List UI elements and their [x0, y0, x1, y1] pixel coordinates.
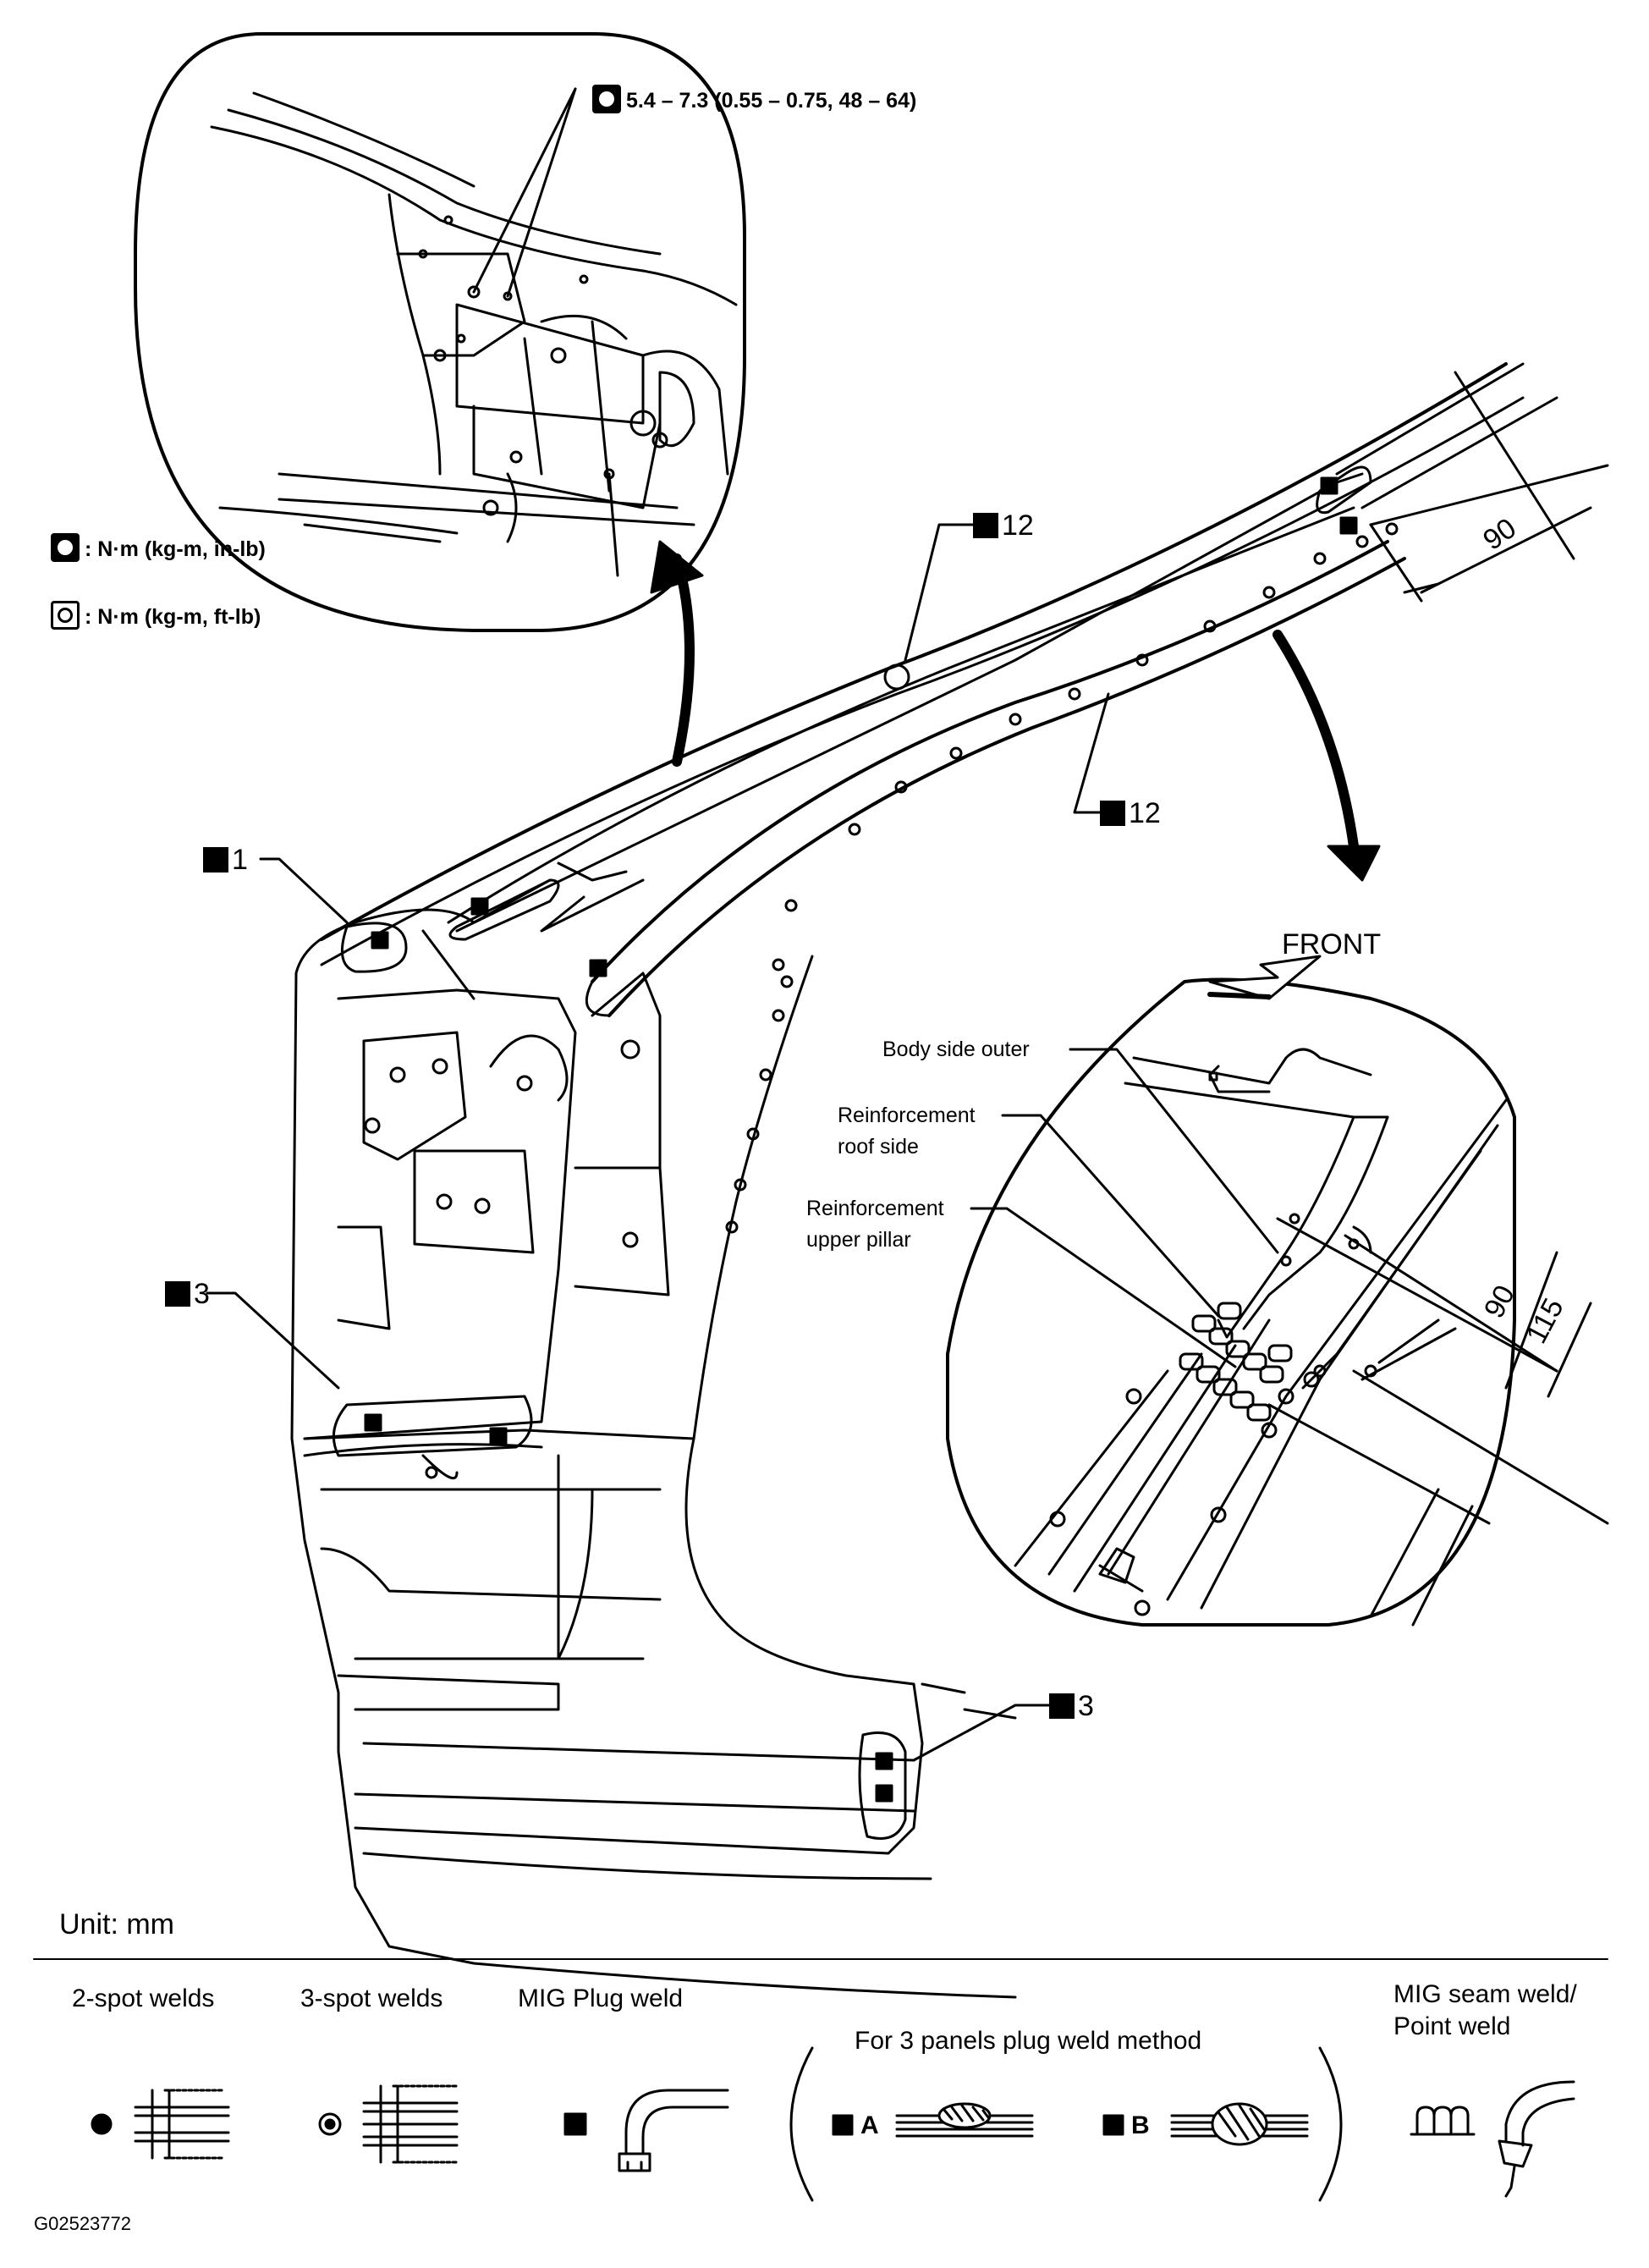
label-reinforcement-upper-pillar-2: upper pillar — [806, 1228, 911, 1252]
socket-wrench-icon — [51, 533, 80, 562]
legend-two-spot: 2-spot welds — [72, 1984, 215, 2012]
label-reinforcement-roof-side-1: Reinforcement — [838, 1104, 976, 1127]
weld-callout-bottom-right: 3 — [1049, 1688, 1094, 1725]
legend-mig-plug: MIG Plug weld — [518, 1984, 684, 2012]
plug-weld-icon — [1100, 801, 1125, 826]
weld-callout-top-inner: 12 — [1100, 795, 1161, 832]
label-body-side-outer: Body side outer — [882, 1038, 1030, 1061]
label-reinforcement-upper-pillar-1: Reinforcement — [806, 1197, 944, 1220]
pillar-assembly — [206, 362, 1609, 1999]
weld-callout-left-upper: 1 — [203, 842, 248, 878]
legend-symbols — [91, 2046, 1575, 2202]
socket-wrench-icon — [592, 85, 621, 113]
plug-weld-icon — [165, 1281, 190, 1307]
plug-weld-icon — [1049, 1693, 1075, 1719]
legend-mig-seam-1: MIG seam weld/ — [1393, 1980, 1577, 2008]
legend-method-a: A — [860, 2111, 879, 2139]
upper-detail-view — [134, 32, 746, 632]
up-arrow — [650, 540, 704, 767]
open-wrench-icon — [51, 601, 80, 630]
torque-legend-inlb: : N·m (kg-m, in-lb) — [51, 533, 266, 563]
unit-label: Unit: mm — [59, 1908, 174, 1940]
legend-mig-seam-2: Point weld — [1393, 2012, 1511, 2040]
legend-three-spot: 3-spot welds — [300, 1984, 443, 2012]
plug-weld-icon — [203, 847, 228, 873]
torque-callout: 5.4 – 7.3 (0.55 – 0.75, 48 – 64) — [592, 85, 916, 114]
front-direction-label: FRONT — [1282, 928, 1382, 961]
plug-weld-cluster — [1179, 1302, 1293, 1422]
weld-callout-top-outer: 12 — [973, 508, 1034, 544]
weld-callout-left-lower: 3 — [165, 1276, 210, 1313]
lower-detail-view — [946, 955, 1609, 1627]
plug-weld-icon — [973, 513, 998, 538]
figure-id: G02523772 — [34, 2213, 131, 2234]
legend-three-panel: For 3 panels plug weld method — [855, 2027, 1202, 2055]
torque-legend-ftlb: : N·m (kg-m, ft-lb) — [51, 601, 261, 630]
label-reinforcement-roof-side-2: roof side — [838, 1135, 919, 1159]
down-arrow — [1272, 630, 1381, 882]
legend-method-b: B — [1131, 2111, 1150, 2139]
